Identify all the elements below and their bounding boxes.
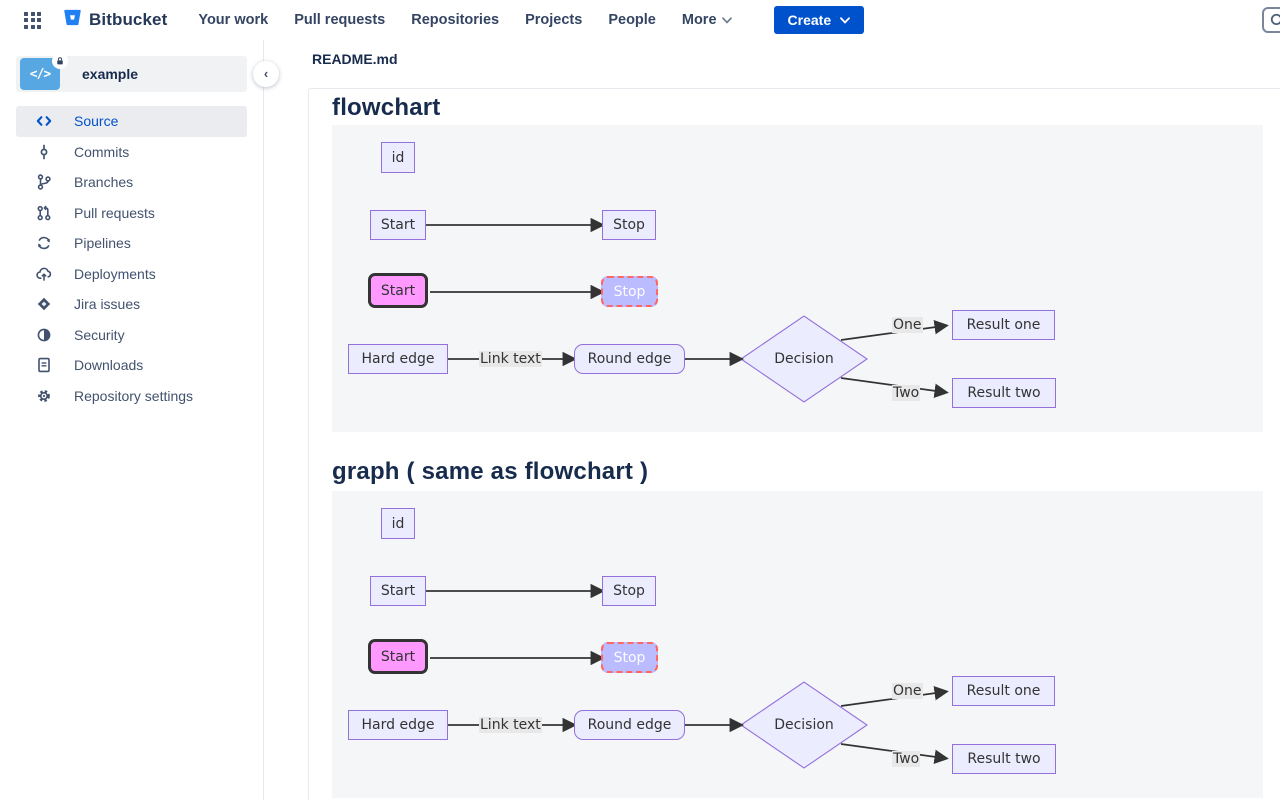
nav-more-label: More [681,12,717,28]
repo-avatar: </> [20,58,60,90]
nav-repositories[interactable]: Repositories [411,12,500,28]
repo-menu: Source Commits Branches Pull requests Pi… [0,106,263,411]
pull-request-icon [36,205,52,221]
bitbucket-bucket-icon [63,8,82,32]
diagram-edges [426,217,949,403]
sidebar-collapse-button[interactable]: ‹ [253,61,279,87]
mermaid-graph-diagram: id Start Stop Start Stop Hard edge Round… [332,491,1263,798]
node-id: id [381,508,415,539]
diagram-edges [426,583,949,769]
edge-label-link-text: Link text [479,717,542,733]
file-title: README.md [312,51,398,67]
node-start: Start [370,210,426,240]
sidebar-item-label: Branches [74,174,134,191]
node-result-two: Result two [952,378,1056,408]
node-stop-styled: Stop [601,276,658,307]
nav-pull-requests[interactable]: Pull requests [294,12,386,28]
private-lock-icon [52,53,68,69]
sidebar-item-deployments[interactable]: Deployments [16,259,247,290]
chevron-down-icon [721,16,732,24]
node-result-one: Result one [952,310,1055,340]
node-decision-label: Decision [774,717,834,733]
readme-card: flowchart id Start Stop Start Stop Hard … [308,88,1280,800]
sidebar-item-jira-issues[interactable]: Jira issues [16,289,247,320]
sidebar-item-label: Pull requests [74,204,155,221]
node-stop: Stop [602,576,656,606]
create-button-label: Create [787,12,832,28]
node-hard-edge: Hard edge [348,344,448,374]
sidebar-item-branches[interactable]: Branches [16,167,247,198]
app-switcher-icon[interactable] [24,11,41,29]
decision-diamond-shape [740,315,868,403]
sidebar-item-label: Deployments [74,265,156,282]
section-title-graph: graph ( same as flowchart ) [332,458,649,485]
sidebar-item-label: Pipelines [74,235,131,252]
nav-projects[interactable]: Projects [525,12,583,28]
search-icon [1270,13,1280,25]
sidebar-item-pull-requests[interactable]: Pull requests [16,198,247,229]
decision-diamond-shape [740,681,868,769]
sidebar-item-label: Security [74,326,125,343]
code-icon [36,113,52,129]
search-input[interactable] [1262,7,1280,33]
downloads-icon [36,357,52,373]
security-icon [36,327,52,343]
commits-icon [36,144,52,160]
repo-header[interactable]: </> example [16,53,247,92]
pipelines-icon [36,235,52,251]
nav-people[interactable]: People [608,12,656,28]
nav-your-work[interactable]: Your work [198,12,269,28]
sidebar-item-label: Repository settings [74,387,194,404]
main-content: README.md flowchart id Start Stop Start … [264,40,1280,800]
node-stop: Stop [602,210,656,240]
edge-label-one: One [892,683,923,699]
node-result-one: Result one [952,676,1055,706]
section-title-flowchart: flowchart [332,94,441,121]
sidebar-item-label: Commits [74,143,130,160]
node-start-styled: Start [368,273,428,308]
sidebar-item-security[interactable]: Security [16,320,247,351]
deployments-icon [36,266,52,282]
primary-nav: Your work Pull requests Repositories Pro… [198,12,732,28]
sidebar-item-pipelines[interactable]: Pipelines [16,228,247,259]
sidebar-item-source[interactable]: Source [16,106,247,137]
chevron-down-icon [840,16,851,24]
sidebar-item-downloads[interactable]: Downloads [16,350,247,381]
repo-name: example [82,66,139,82]
sidebar-item-label: Jira issues [74,296,141,313]
repo-sidebar: </> example Source Commits [0,40,264,800]
sidebar-item-commits[interactable]: Commits [16,137,247,168]
bitbucket-logo-text: Bitbucket [89,10,168,29]
sidebar-item-label: Source [74,113,119,130]
node-stop-styled: Stop [601,642,658,673]
branch-icon [36,174,52,190]
edge-label-one: One [892,317,923,333]
node-round-edge: Round edge [574,710,685,740]
node-decision-label: Decision [774,351,834,367]
sidebar-item-label: Downloads [74,357,144,374]
sidebar-item-repository-settings[interactable]: Repository settings [16,381,247,412]
node-hard-edge: Hard edge [348,710,448,740]
edge-label-two: Two [892,385,921,401]
node-result-two: Result two [952,744,1056,774]
settings-gear-icon [36,388,52,404]
node-round-edge: Round edge [574,344,685,374]
nav-more[interactable]: More [682,12,732,28]
top-navbar: Bitbucket Your work Pull requests Reposi… [0,0,1280,40]
edge-label-link-text: Link text [479,351,542,367]
mermaid-flowchart-diagram: id Start Stop Start Stop Hard edge Round… [332,125,1263,432]
edge-label-two: Two [892,751,921,767]
node-start-styled: Start [368,639,428,674]
bitbucket-logo[interactable]: Bitbucket [63,8,167,32]
node-start: Start [370,576,426,606]
jira-issue-icon [36,296,52,312]
node-id: id [381,142,415,173]
create-button[interactable]: Create [773,6,865,34]
